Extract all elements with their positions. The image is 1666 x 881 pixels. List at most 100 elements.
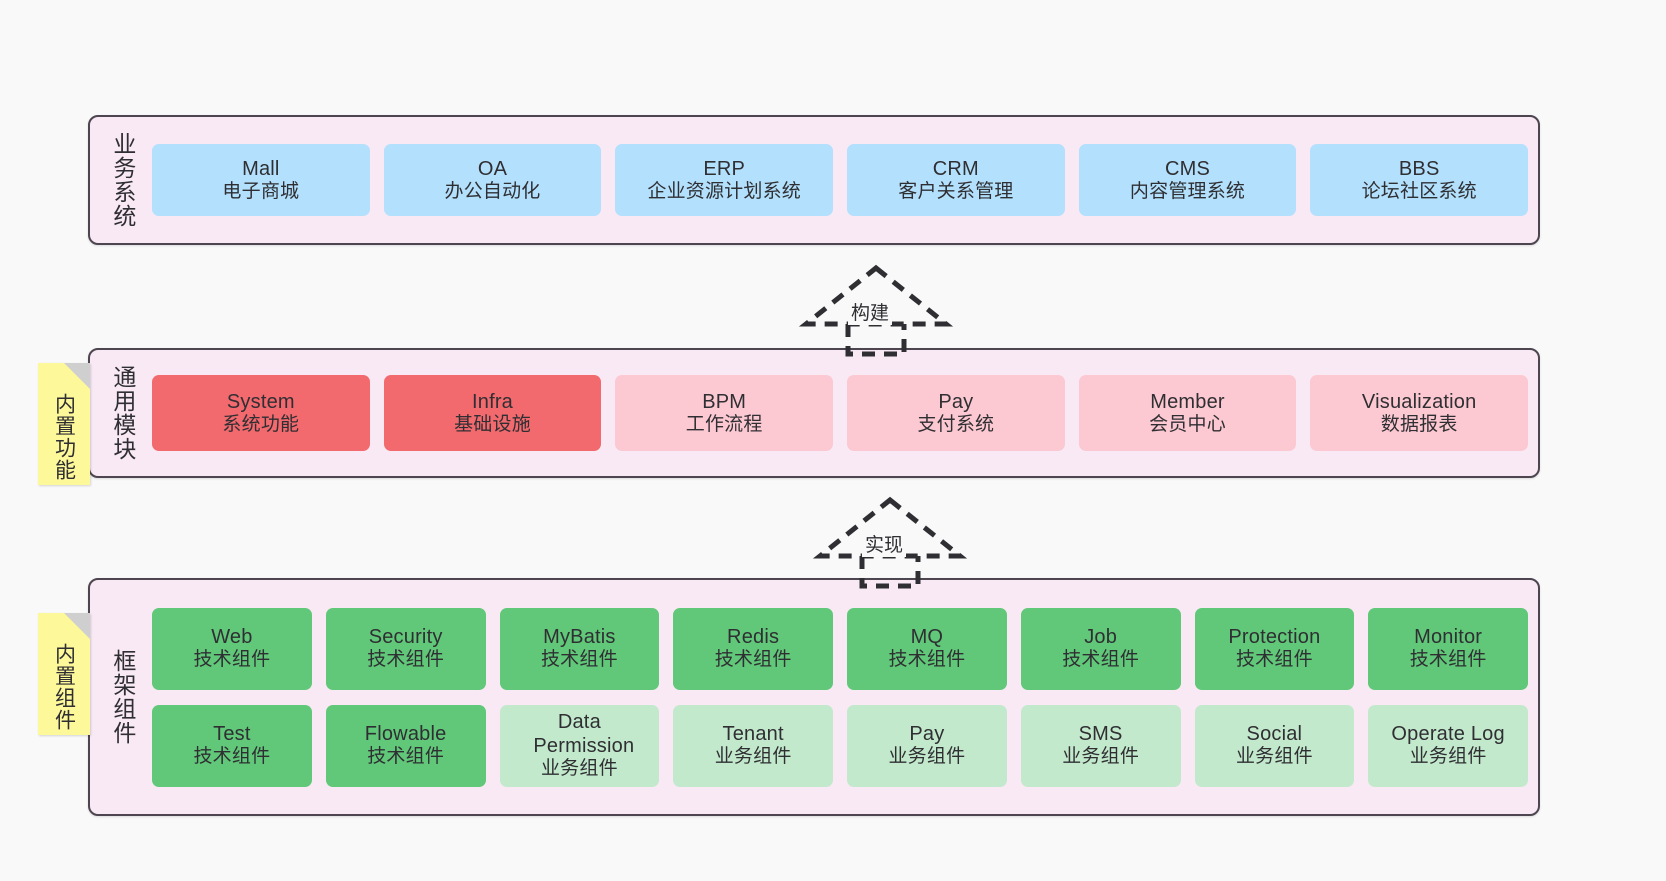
card-title: Pay bbox=[909, 723, 945, 746]
layer-body-business-system: Mall 电子商城 OA 办公自动化 ERP 企业资源计划系统 CRM 客户关系… bbox=[144, 117, 1538, 243]
card-tenant[interactable]: Tenant 业务组件 bbox=[673, 704, 833, 787]
card-title: MQ bbox=[910, 626, 944, 649]
card-subtitle: 办公自动化 bbox=[444, 180, 541, 202]
card-title: Operate Log bbox=[1391, 723, 1505, 746]
card-subtitle: 客户关系管理 bbox=[898, 180, 1014, 202]
card-subtitle: 业务组件 bbox=[1062, 746, 1140, 768]
card-flowable[interactable]: Flowable 技术组件 bbox=[325, 704, 486, 787]
card-subtitle: 业务组件 bbox=[1409, 746, 1487, 768]
card-title: ERP bbox=[703, 157, 746, 180]
card-row: Test 技术组件 Flowable 技术组件 Data Permission … bbox=[152, 704, 1528, 787]
card-title: Social bbox=[1246, 723, 1303, 746]
card-visualization[interactable]: Visualization 数据报表 bbox=[1310, 375, 1529, 451]
card-title: Job bbox=[1084, 626, 1118, 649]
layer-body-common-module: System 系统功能 Infra 基础设施 BPM 工作流程 Pay 支付系统… bbox=[144, 350, 1538, 476]
card-subtitle: 企业资源计划系统 bbox=[647, 180, 801, 202]
card-title: BPM bbox=[702, 390, 747, 413]
card-title: Mall bbox=[242, 157, 280, 180]
card-subtitle: 技术组件 bbox=[367, 649, 445, 671]
card-subtitle: 技术组件 bbox=[1235, 649, 1313, 671]
card-title: Pay bbox=[938, 390, 974, 413]
layer-common-module: 通用模块 System 系统功能 Infra 基础设施 BPM 工作流程 Pay… bbox=[88, 348, 1540, 478]
card-operate-log[interactable]: Operate Log 业务组件 bbox=[1368, 704, 1528, 787]
card-subtitle: 会员中心 bbox=[1149, 413, 1226, 435]
card-mall[interactable]: Mall 电子商城 bbox=[152, 144, 370, 216]
card-subtitle: 技术组件 bbox=[888, 649, 966, 671]
card-pay-business[interactable]: Pay 业务组件 bbox=[847, 704, 1007, 787]
card-title: CRM bbox=[932, 157, 979, 180]
layer-framework-component: 框架组件 Web 技术组件 Security 技术组件 MyBatis 技术组件… bbox=[88, 578, 1540, 816]
card-title: BBS bbox=[1398, 157, 1440, 180]
card-mq[interactable]: MQ 技术组件 bbox=[847, 607, 1007, 690]
card-title: Monitor bbox=[1414, 626, 1483, 649]
card-redis[interactable]: Redis 技术组件 bbox=[673, 607, 833, 690]
card-subtitle: 电子商城 bbox=[222, 180, 300, 202]
note-label: 内置组件 bbox=[52, 643, 76, 731]
card-test[interactable]: Test 技术组件 bbox=[152, 704, 312, 787]
card-subtitle: 基础设施 bbox=[454, 413, 531, 435]
card-title: Visualization bbox=[1361, 390, 1477, 413]
card-data-permission[interactable]: Data Permission 业务组件 bbox=[499, 704, 660, 787]
card-erp[interactable]: ERP 企业资源计划系统 bbox=[615, 144, 834, 216]
card-bbs[interactable]: BBS 论坛社区系统 bbox=[1310, 144, 1529, 216]
card-title: SMS bbox=[1078, 723, 1123, 746]
card-bpm[interactable]: BPM 工作流程 bbox=[615, 375, 834, 451]
card-subtitle: 技术组件 bbox=[540, 649, 618, 671]
layer-title-framework-component: 框架组件 bbox=[109, 649, 136, 745]
card-subtitle: 业务组件 bbox=[888, 746, 966, 768]
card-web[interactable]: Web 技术组件 bbox=[152, 607, 312, 690]
card-title: OA bbox=[477, 157, 508, 180]
card-title: CMS bbox=[1165, 157, 1211, 180]
card-title: Data Permission bbox=[533, 711, 635, 758]
connector-build-label: 构建 bbox=[848, 298, 893, 325]
card-title: MyBatis bbox=[543, 626, 616, 649]
card-pay[interactable]: Pay 支付系统 bbox=[847, 375, 1065, 451]
card-title: Infra bbox=[471, 390, 514, 413]
card-title: System bbox=[226, 390, 295, 413]
note-builtin-features: 内置功能 bbox=[38, 363, 90, 485]
card-title: Tenant bbox=[722, 723, 784, 746]
card-subtitle: 数据报表 bbox=[1380, 413, 1458, 435]
card-row: Mall 电子商城 OA 办公自动化 ERP 企业资源计划系统 CRM 客户关系… bbox=[152, 144, 1529, 216]
card-infra[interactable]: Infra 基础设施 bbox=[383, 375, 602, 451]
card-title: Redis bbox=[727, 626, 780, 649]
card-monitor[interactable]: Monitor 技术组件 bbox=[1368, 607, 1528, 690]
card-subtitle: 内容管理系统 bbox=[1129, 180, 1246, 202]
card-subtitle: 支付系统 bbox=[917, 413, 995, 435]
layer-body-framework-component: Web 技术组件 Security 技术组件 MyBatis 技术组件 Redi… bbox=[144, 580, 1538, 814]
card-subtitle: 技术组件 bbox=[193, 746, 271, 768]
card-protection[interactable]: Protection 技术组件 bbox=[1194, 607, 1355, 690]
card-title: Flowable bbox=[364, 723, 447, 746]
card-mybatis[interactable]: MyBatis 技术组件 bbox=[499, 607, 660, 690]
note-label: 内置功能 bbox=[52, 393, 76, 481]
card-security[interactable]: Security 技术组件 bbox=[325, 607, 486, 690]
card-member[interactable]: Member 会员中心 bbox=[1078, 375, 1297, 451]
card-system[interactable]: System 系统功能 bbox=[152, 375, 370, 451]
card-subtitle: 技术组件 bbox=[1062, 649, 1140, 671]
note-fold-corner-icon bbox=[64, 613, 90, 639]
card-row: Web 技术组件 Security 技术组件 MyBatis 技术组件 Redi… bbox=[152, 607, 1528, 690]
card-subtitle: 技术组件 bbox=[714, 649, 792, 671]
card-title: Test bbox=[213, 723, 251, 746]
card-subtitle: 业务组件 bbox=[1235, 746, 1313, 768]
connector-build: 构建 bbox=[798, 262, 954, 358]
card-subtitle: 系统功能 bbox=[222, 413, 300, 435]
card-row: System 系统功能 Infra 基础设施 BPM 工作流程 Pay 支付系统… bbox=[152, 375, 1529, 451]
card-title: Web bbox=[211, 626, 253, 649]
note-fold-corner-icon bbox=[64, 363, 90, 389]
card-sms[interactable]: SMS 业务组件 bbox=[1020, 704, 1181, 787]
card-subtitle: 技术组件 bbox=[367, 746, 445, 768]
card-job[interactable]: Job 技术组件 bbox=[1020, 607, 1181, 690]
layer-title-business-system: 业务系统 bbox=[109, 132, 136, 228]
card-subtitle: 技术组件 bbox=[1409, 649, 1487, 671]
card-subtitle: 技术组件 bbox=[193, 649, 271, 671]
connector-implement-label: 实现 bbox=[862, 530, 907, 557]
card-subtitle: 业务组件 bbox=[714, 746, 792, 768]
card-subtitle: 论坛社区系统 bbox=[1361, 180, 1477, 202]
connector-implement: 实现 bbox=[812, 494, 968, 590]
card-crm[interactable]: CRM 客户关系管理 bbox=[847, 144, 1065, 216]
card-cms[interactable]: CMS 内容管理系统 bbox=[1078, 144, 1297, 216]
card-oa[interactable]: OA 办公自动化 bbox=[383, 144, 602, 216]
card-social[interactable]: Social 业务组件 bbox=[1194, 704, 1355, 787]
